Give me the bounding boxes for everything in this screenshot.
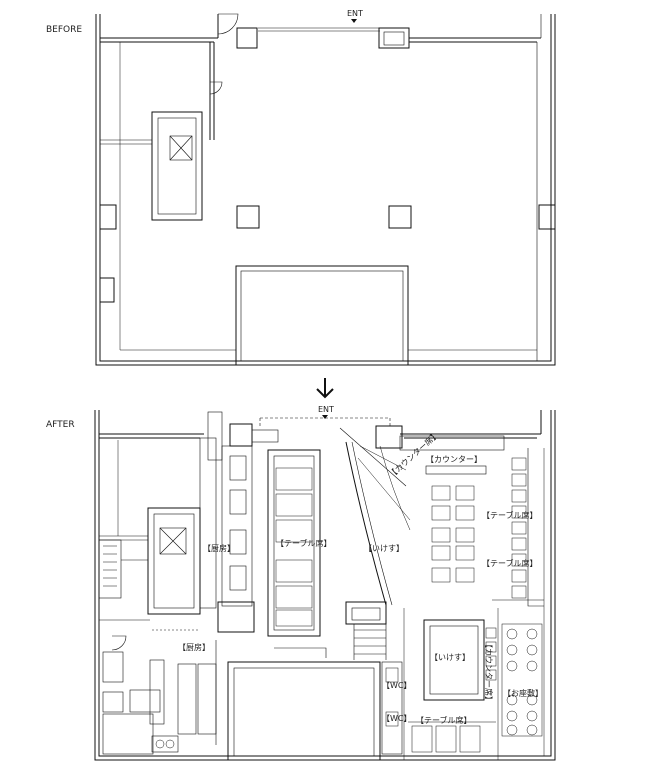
column-right-1 [538, 204, 556, 230]
room-wc-1: 【WC】 [382, 681, 412, 690]
room-counter-top: 【カウンター】 [426, 455, 482, 464]
ent-label-after: ENT [318, 405, 334, 414]
column-left-1 [99, 204, 117, 230]
room-table-right-2: 【テーブル席】 [482, 558, 538, 568]
after-label: AFTER [46, 420, 75, 430]
after-plan [94, 410, 556, 761]
room-ozashiki: 【お座敷】 [503, 688, 543, 698]
column-center-1 [236, 205, 260, 229]
down-arrow-icon [316, 378, 334, 399]
column-center-2 [388, 205, 412, 229]
room-ikesu-lower: 【いけす】 [430, 653, 470, 662]
room-counter-lower: 【カウンター席】 [484, 640, 494, 704]
room-kitchen-upper: 【厨房】 [203, 543, 235, 553]
ozashiki-seats [501, 623, 543, 737]
left-table-group [275, 467, 313, 627]
before-label: BEFORE [46, 25, 83, 35]
ent-label-before: ENT [347, 9, 363, 18]
right-stool-column [511, 457, 527, 599]
column-left-2 [99, 277, 115, 303]
room-table-right-1: 【テーブル席】 [482, 510, 538, 520]
right-table-grid [431, 485, 475, 583]
room-wc-2: 【WC】 [382, 714, 412, 723]
core-shaft [151, 111, 203, 221]
room-table-left: 【テーブル席】 [276, 538, 332, 548]
room-kitchen-lower: 【厨房】 [178, 642, 210, 652]
room-table-bottom: 【テーブル席】 [416, 715, 472, 725]
before-plan [95, 13, 556, 366]
column-entrance-left [236, 27, 258, 49]
bottom-block [235, 265, 409, 366]
bottom-table-group [411, 725, 481, 753]
room-ikesu-center: 【いけす】 [364, 544, 404, 553]
